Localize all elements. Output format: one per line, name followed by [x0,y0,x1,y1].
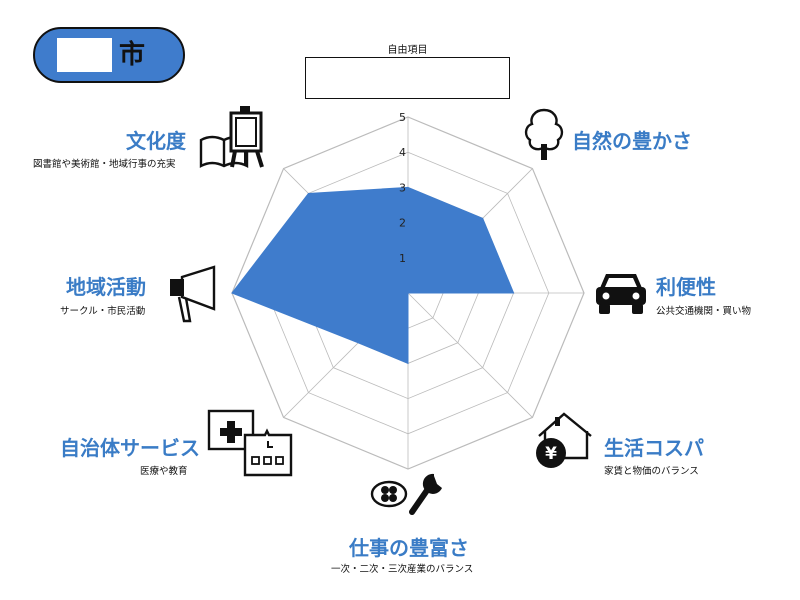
axis-sub-jobs: 一次・二次・三次産業のバランス [331,564,474,575]
tick-label-1: 1 [399,252,406,265]
megaphone-icon [170,265,216,323]
radar-ticks: 1 2 3 4 5 [399,111,406,265]
data-point-4 [407,362,409,364]
data-point-5 [357,342,359,344]
axis-sub-community: サークル・市民活動 [60,306,146,317]
car-icon [596,274,646,314]
data-point-3 [407,292,409,294]
data-point-0 [407,186,409,188]
axis-label-nature: 自然の豊かさ [572,129,692,153]
axis-sub-culture: 図書館や美術館・地域行事の充実 [33,159,176,170]
data-point-7 [307,192,309,194]
axis-sub-convenience: 公共交通機関・買い物 [656,306,752,317]
city-suffix: 市 [119,40,146,70]
axis-sub-cost: 家賃と物価のバランス [604,466,699,477]
tree-icon [524,108,564,160]
house-yen-icon: ¥ [536,412,592,468]
tick-label-5: 5 [399,111,406,124]
free-item-title: 自由項目 [387,45,428,56]
axis-label-jobs: 仕事の豊富さ [349,536,469,560]
axis-sub-services: 医療や教育 [140,466,188,477]
tick-label-3: 3 [399,181,406,194]
book-easel-icon [199,106,264,169]
radar-data [231,186,515,365]
factory-wrench-icon [370,473,442,515]
data-point-1 [482,217,484,219]
free-item-input-box [305,57,510,99]
city-name-redaction [57,38,112,72]
axis-label-community: 地域活動 [66,275,146,299]
svg-text:¥: ¥ [545,444,557,464]
tick-label-2: 2 [399,217,406,230]
tick-label-4: 4 [399,146,406,159]
axis-label-convenience: 利便性 [656,275,716,299]
data-point-2 [513,292,515,294]
axis-label-culture: 文化度 [126,129,186,153]
city-name-badge: 市 [33,27,185,83]
data-point-6 [231,292,233,294]
axis-label-cost: 生活コスパ [604,436,704,460]
grid-spoke-3 [407,292,533,418]
axis-label-services: 自治体サービス [60,436,200,460]
hospital-school-icon [207,409,293,477]
data-area [231,186,515,365]
